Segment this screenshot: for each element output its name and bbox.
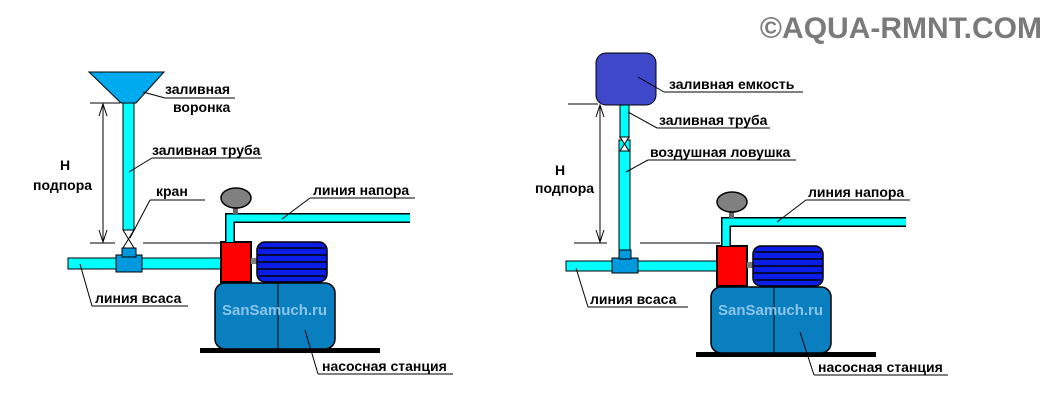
station-brand-text: SanSamuch.ru (222, 302, 327, 319)
funnel-icon (87, 71, 166, 104)
left-diagram: H подпора SanSamuch.ru заливная воронка … (33, 71, 453, 375)
tee-fitting (611, 257, 639, 274)
station-brand-text: SanSamuch.ru (718, 302, 823, 319)
suction-label: линия всаса (95, 290, 182, 306)
head-word-label: подпора (535, 180, 594, 196)
station-label: насосная станция (818, 359, 943, 375)
watermark-text: ©AQUA-RMNT.COM (760, 12, 1042, 45)
funnel-label-2: воронка (173, 99, 231, 115)
fill-pipe-label: заливная труба (659, 112, 768, 128)
tank-label: заливная емкость (669, 76, 795, 92)
air-trap-pipe (618, 139, 631, 251)
fill-pipe (122, 101, 135, 231)
head-h-label: H (60, 157, 70, 173)
tee-fitting (115, 254, 143, 273)
valve-icon (122, 229, 135, 240)
valve-label: кран (156, 183, 188, 199)
fill-tank-icon (595, 52, 657, 106)
discharge-label: линия напора (808, 184, 904, 200)
air-trap-label: воздушная ловушка (650, 144, 791, 160)
air-trap-icon (619, 136, 630, 145)
fill-pipe-label: заливная труба (152, 142, 261, 158)
suction-pipe (565, 260, 727, 272)
head-word-label: подпора (33, 177, 92, 193)
right-diagram: H подпора SanSamuch.ru заливная емкость … (535, 52, 948, 376)
suction-label: линия всаса (590, 291, 677, 307)
head-h-label: H (555, 162, 565, 178)
discharge-label: линия напора (313, 182, 409, 198)
fill-pipe (619, 103, 630, 139)
station-label: насосная станция (322, 358, 447, 374)
suction-pipe (67, 257, 229, 270)
funnel-label-1: заливная (165, 81, 230, 97)
